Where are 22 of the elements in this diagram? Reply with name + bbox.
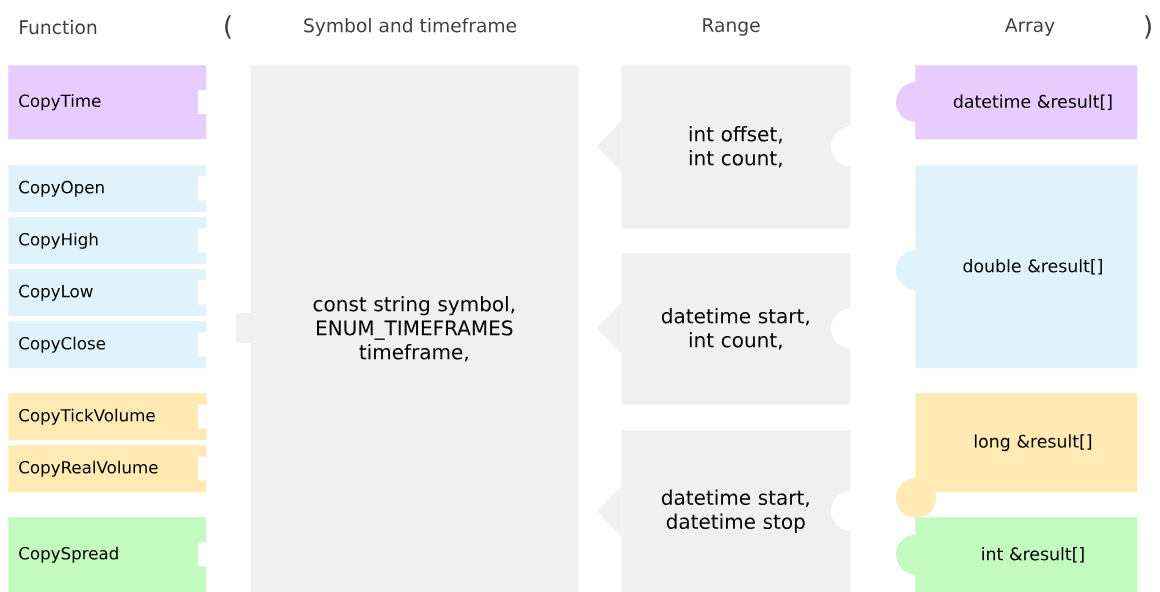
- function-block: CopyRealVolume: [8, 445, 207, 493]
- parameter-block: const string symbol, ENUM_TIMEFRAMES timeframe,: [236, 65, 579, 592]
- function-block: CopyHigh: [8, 217, 207, 265]
- parameter-block: int offset, int count,: [597, 65, 871, 229]
- parameter-block: datetime start, datetime stop: [597, 430, 871, 592]
- function-block: CopyClose: [8, 321, 207, 369]
- function-block: CopySpread: [8, 517, 207, 592]
- column-heading: Symbol and timeframe: [304, 17, 517, 37]
- parameter-block: datetime start, int count,: [597, 253, 871, 405]
- function-block: CopyTime: [8, 65, 207, 140]
- column-heading: Range: [703, 18, 760, 36]
- function-block: CopyTickVolume: [8, 393, 207, 441]
- array-block: int &result[]: [896, 517, 1138, 592]
- function-block: CopyLow: [8, 269, 207, 317]
- array-block: long &result[]: [896, 393, 1138, 518]
- bracket: ): [1144, 15, 1151, 39]
- bracket: (: [225, 15, 232, 39]
- array-block: datetime &result[]: [896, 65, 1138, 140]
- function-block: CopyOpen: [8, 165, 207, 213]
- array-block: double &result[]: [896, 165, 1138, 369]
- column-heading: Array: [1005, 18, 1055, 36]
- column-heading: Function: [20, 19, 97, 35]
